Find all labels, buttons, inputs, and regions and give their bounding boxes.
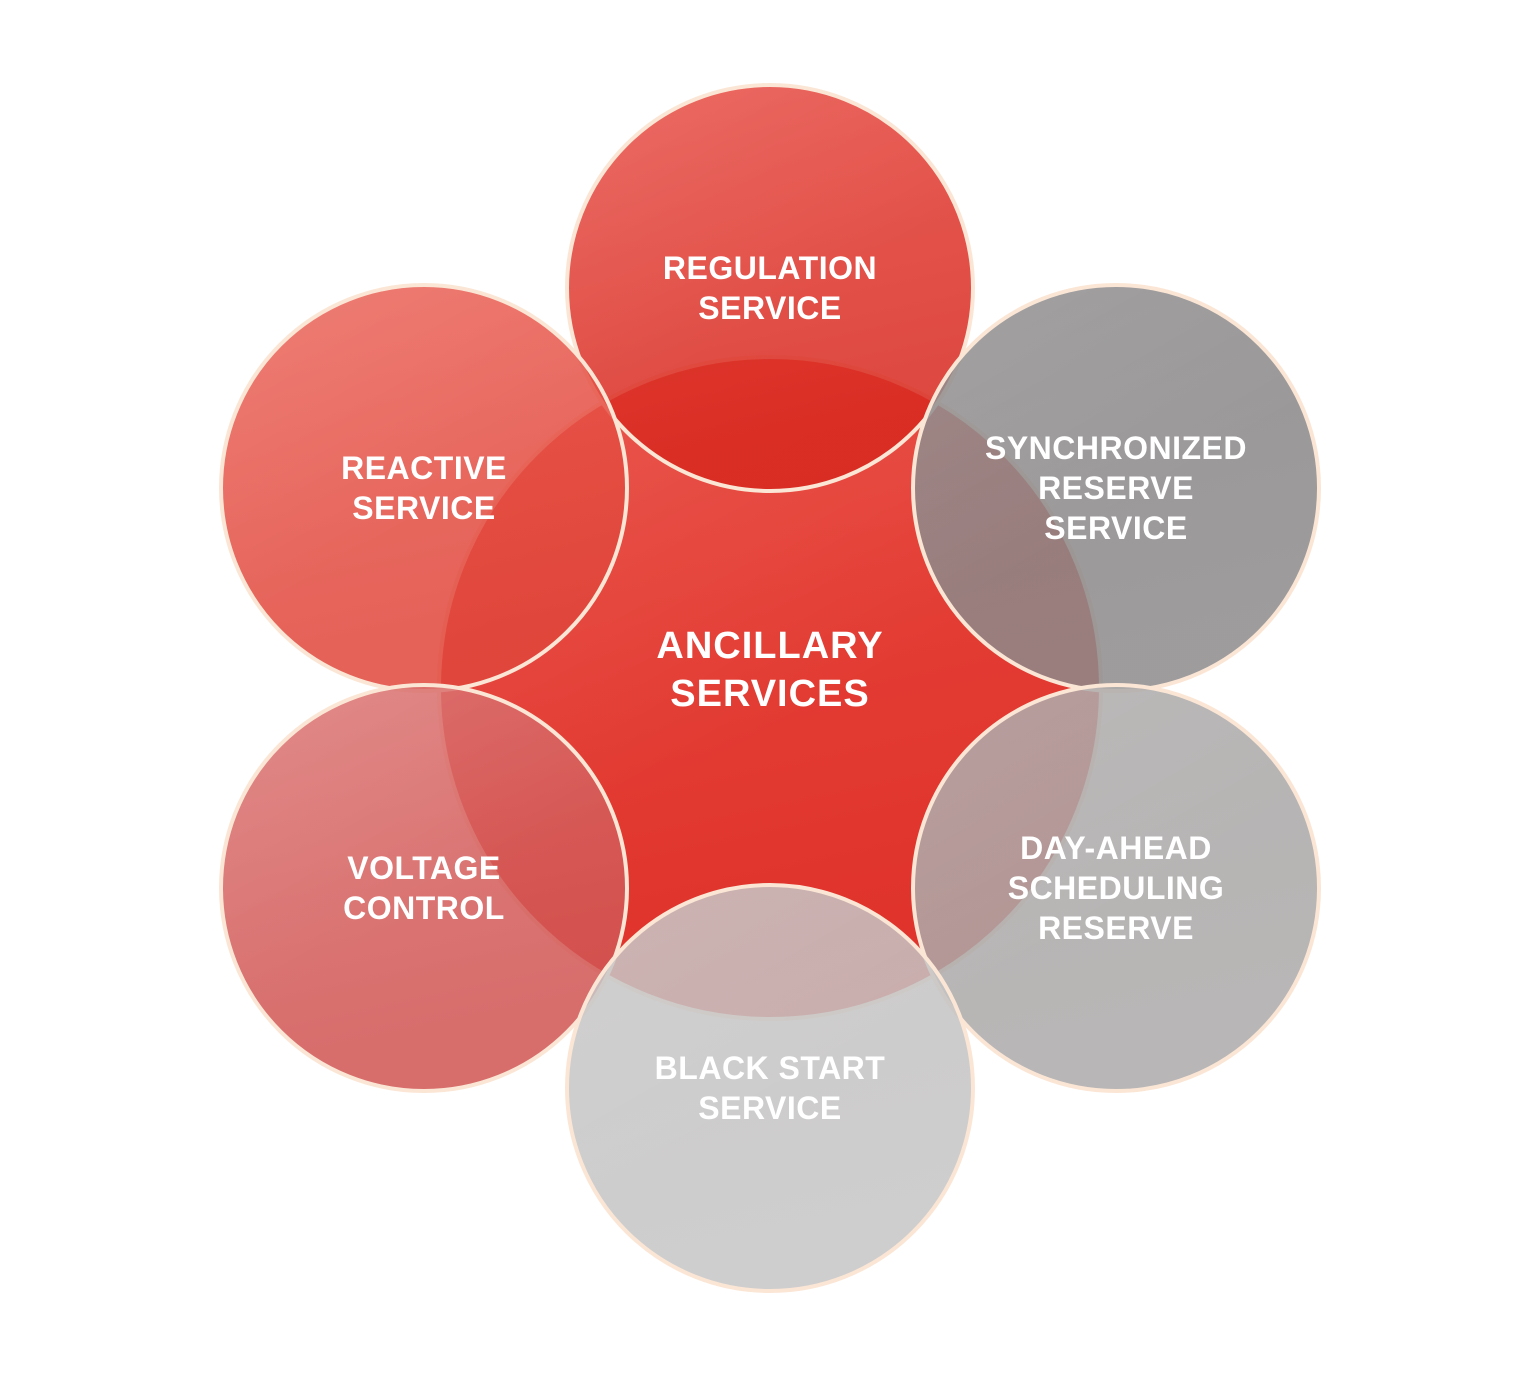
label-line: RESERVE (1038, 910, 1194, 947)
label-line: CONTROL (343, 890, 505, 926)
circle-day-ahead-scheduling-reserve: DAY-AHEAD SCHEDULING RESERVE (911, 683, 1321, 1093)
voltage-control-label: VOLTAGE CONTROL (343, 848, 505, 929)
circle-voltage-control: VOLTAGE CONTROL (219, 683, 629, 1093)
label-line: SERVICE (698, 290, 842, 326)
circle-reactive-service: REACTIVE SERVICE (219, 283, 629, 693)
day-ahead-scheduling-reserve-label: DAY-AHEAD SCHEDULING RESERVE (1008, 828, 1225, 949)
label-line: SCHEDULING (1007, 869, 1225, 906)
regulation-service-label: REGULATION SERVICE (663, 248, 877, 329)
reactive-service-label: REACTIVE SERVICE (341, 448, 507, 529)
label-line: SYNCHRONIZED (984, 429, 1247, 466)
label-line: REACTIVE (341, 449, 507, 486)
circle-regulation-service: REGULATION SERVICE (565, 83, 975, 493)
label-line: REGULATION (662, 249, 878, 286)
circle-black-start-service: BLACK START SERVICE (565, 883, 975, 1293)
label-line: BLACK START (654, 1049, 886, 1086)
label-line: SERVICE (352, 490, 496, 526)
label-line: SERVICE (698, 1090, 842, 1126)
label-line: ANCILLARY (656, 625, 884, 668)
synchronized-reserve-service-label: SYNCHRONIZED RESERVE SERVICE (985, 428, 1247, 549)
circle-synchronized-reserve-service: SYNCHRONIZED RESERVE SERVICE (911, 283, 1321, 693)
ancillary-services-label: ANCILLARY SERVICES (656, 623, 883, 719)
label-line: SERVICE (1044, 510, 1188, 547)
label-line: RESERVE (1038, 469, 1194, 506)
label-line: SERVICES (670, 673, 870, 715)
label-line: DAY-AHEAD (1020, 829, 1212, 866)
black-start-service-label: BLACK START SERVICE (655, 1048, 886, 1129)
label-line: VOLTAGE (347, 849, 501, 886)
